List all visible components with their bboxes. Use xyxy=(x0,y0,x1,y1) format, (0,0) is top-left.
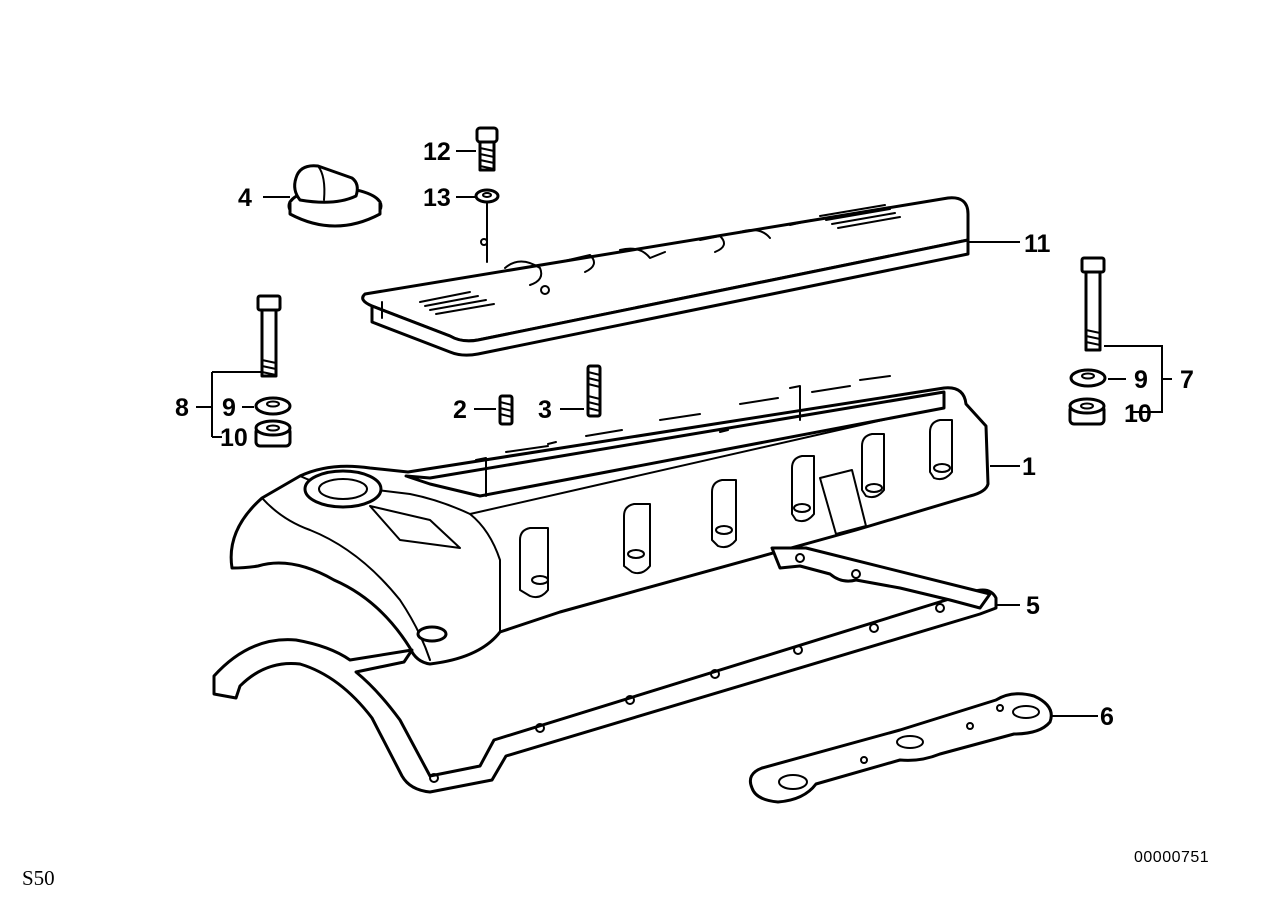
callout-11: 11 xyxy=(1024,230,1051,258)
callout-4: 4 xyxy=(238,184,252,212)
callout-1: 1 xyxy=(1022,453,1036,481)
callout-12: 12 xyxy=(423,138,451,166)
cap-screw xyxy=(475,126,499,172)
callout-2: 2 xyxy=(453,396,467,424)
callout-9-left: 9 xyxy=(222,394,236,422)
spark-plug-tube-gasket xyxy=(748,692,1053,804)
callout-5: 5 xyxy=(1026,592,1040,620)
callout-7: 7 xyxy=(1180,366,1194,394)
engine-cover-plate xyxy=(361,196,970,357)
stud-long xyxy=(586,364,602,418)
left-washer xyxy=(254,396,292,416)
callout-8: 8 xyxy=(175,394,189,422)
callout-10-left: 10 xyxy=(220,424,248,452)
stud-short xyxy=(498,394,514,426)
model-code: S50 xyxy=(22,866,55,890)
callout-3: 3 xyxy=(538,396,552,424)
callout-9-right: 9 xyxy=(1134,366,1148,394)
leader-lines xyxy=(196,150,1172,717)
left-bolt xyxy=(256,294,282,378)
right-washer xyxy=(1069,368,1107,388)
right-bushing xyxy=(1068,397,1106,426)
callout-13: 13 xyxy=(423,184,451,212)
oil-filler-cap xyxy=(287,164,383,228)
washer-top xyxy=(474,188,500,204)
callout-6: 6 xyxy=(1100,703,1114,731)
right-bolt xyxy=(1080,256,1106,352)
drawing-number: 00000751 xyxy=(1134,849,1210,866)
valve-cover-gasket xyxy=(212,546,998,794)
valve-cover xyxy=(229,375,990,666)
callout-10-right: 10 xyxy=(1124,400,1152,428)
left-bushing xyxy=(254,419,292,448)
